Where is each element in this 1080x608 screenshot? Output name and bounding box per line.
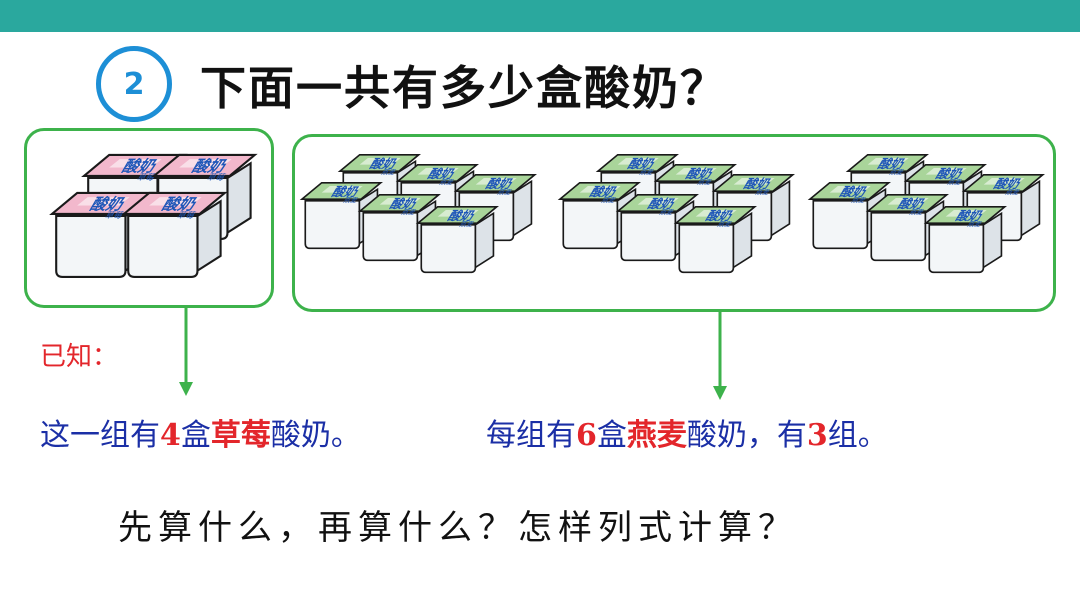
known-label: 已知： bbox=[40, 342, 119, 372]
svg-text:草莓: 草莓 bbox=[205, 172, 228, 183]
oat-fact: 每组有6盒燕麦酸奶，有3组。 bbox=[486, 410, 888, 454]
svg-text:燕麦: 燕麦 bbox=[1004, 188, 1022, 196]
svg-text:燕麦: 燕麦 bbox=[600, 196, 618, 204]
svg-text:燕麦: 燕麦 bbox=[888, 168, 906, 176]
svg-text:燕麦: 燕麦 bbox=[638, 168, 656, 176]
guiding-question: 先算什么，再算什么？怎样列式计算？ bbox=[118, 508, 798, 548]
svg-text:燕麦: 燕麦 bbox=[908, 208, 926, 216]
left-arrow bbox=[179, 306, 193, 396]
svg-text:酸奶: 酸奶 bbox=[875, 156, 909, 172]
oat-yogurt-pack-2: 酸奶燕麦酸奶燕麦酸奶燕麦酸奶燕麦酸奶燕麦酸奶燕麦 bbox=[557, 153, 795, 274]
svg-text:燕麦: 燕麦 bbox=[400, 208, 418, 216]
svg-text:酸奶: 酸奶 bbox=[953, 208, 987, 224]
oat-yogurt-pack-1: 酸奶燕麦酸奶燕麦酸奶燕麦酸奶燕麦酸奶燕麦酸奶燕麦 bbox=[299, 153, 537, 274]
strawberry-group-box bbox=[24, 128, 274, 308]
svg-text:燕麦: 燕麦 bbox=[658, 208, 676, 216]
problem-number: 2 bbox=[123, 66, 145, 102]
svg-text:草莓: 草莓 bbox=[103, 210, 126, 221]
text-part: 酸奶，有 bbox=[686, 418, 807, 453]
problem-number-badge: 2 bbox=[96, 46, 172, 122]
svg-text:酸奶: 酸奶 bbox=[86, 195, 129, 214]
top-banner bbox=[0, 0, 1080, 32]
right-arrow bbox=[713, 310, 727, 400]
svg-text:酸奶: 酸奶 bbox=[118, 157, 161, 176]
svg-text:酸奶: 酸奶 bbox=[625, 156, 659, 172]
svg-text:酸奶: 酸奶 bbox=[683, 166, 717, 182]
svg-text:燕麦: 燕麦 bbox=[438, 178, 456, 186]
svg-text:燕麦: 燕麦 bbox=[696, 178, 714, 186]
svg-text:燕麦: 燕麦 bbox=[342, 196, 360, 204]
svg-text:草莓: 草莓 bbox=[135, 172, 158, 183]
svg-text:酸奶: 酸奶 bbox=[425, 166, 459, 182]
svg-text:酸奶: 酸奶 bbox=[741, 176, 775, 192]
svg-text:燕麦: 燕麦 bbox=[716, 220, 734, 228]
svg-text:酸奶: 酸奶 bbox=[188, 157, 231, 176]
svg-text:酸奶: 酸奶 bbox=[645, 196, 679, 212]
svg-text:燕麦: 燕麦 bbox=[966, 220, 984, 228]
svg-text:酸奶: 酸奶 bbox=[991, 176, 1025, 192]
unit-text: 盒 bbox=[180, 418, 211, 453]
oat-yogurt-pack-3: 酸奶燕麦酸奶燕麦酸奶燕麦酸奶燕麦酸奶燕麦酸奶燕麦 bbox=[807, 153, 1045, 274]
group-count: 3 bbox=[806, 418, 828, 453]
svg-text:燕麦: 燕麦 bbox=[850, 196, 868, 204]
svg-text:酸奶: 酸奶 bbox=[329, 184, 363, 200]
svg-text:酸奶: 酸奶 bbox=[587, 184, 621, 200]
oat-groups-box bbox=[292, 134, 1056, 312]
svg-text:燕麦: 燕麦 bbox=[946, 178, 964, 186]
svg-text:酸奶: 酸奶 bbox=[367, 156, 401, 172]
svg-text:燕麦: 燕麦 bbox=[754, 188, 772, 196]
count-number: 4 bbox=[160, 418, 181, 453]
svg-text:酸奶: 酸奶 bbox=[703, 208, 737, 224]
text-part: 酸奶。 bbox=[270, 418, 361, 453]
flavor-text: 草莓 bbox=[210, 418, 271, 453]
svg-text:酸奶: 酸奶 bbox=[158, 195, 201, 214]
flavor-text: 燕麦 bbox=[626, 418, 687, 453]
text-part: 组。 bbox=[827, 418, 888, 453]
problem-title: 下面一共有多少盒酸奶？ bbox=[200, 61, 728, 115]
count-number: 6 bbox=[576, 418, 597, 453]
text-part: 这一组有 bbox=[40, 418, 160, 453]
svg-text:酸奶: 酸奶 bbox=[387, 196, 421, 212]
svg-text:酸奶: 酸奶 bbox=[933, 166, 967, 182]
strawberry-fact: 这一组有4盒草莓酸奶。 bbox=[40, 410, 361, 454]
text-part: 每组有 bbox=[486, 418, 576, 453]
svg-text:燕麦: 燕麦 bbox=[496, 188, 514, 196]
svg-text:酸奶: 酸奶 bbox=[895, 196, 929, 212]
unit-text: 盒 bbox=[596, 418, 627, 453]
svg-text:酸奶: 酸奶 bbox=[445, 208, 479, 224]
svg-text:燕麦: 燕麦 bbox=[458, 220, 476, 228]
svg-text:酸奶: 酸奶 bbox=[483, 176, 517, 192]
svg-text:草莓: 草莓 bbox=[175, 210, 198, 221]
svg-text:燕麦: 燕麦 bbox=[380, 168, 398, 176]
svg-text:酸奶: 酸奶 bbox=[837, 184, 871, 200]
